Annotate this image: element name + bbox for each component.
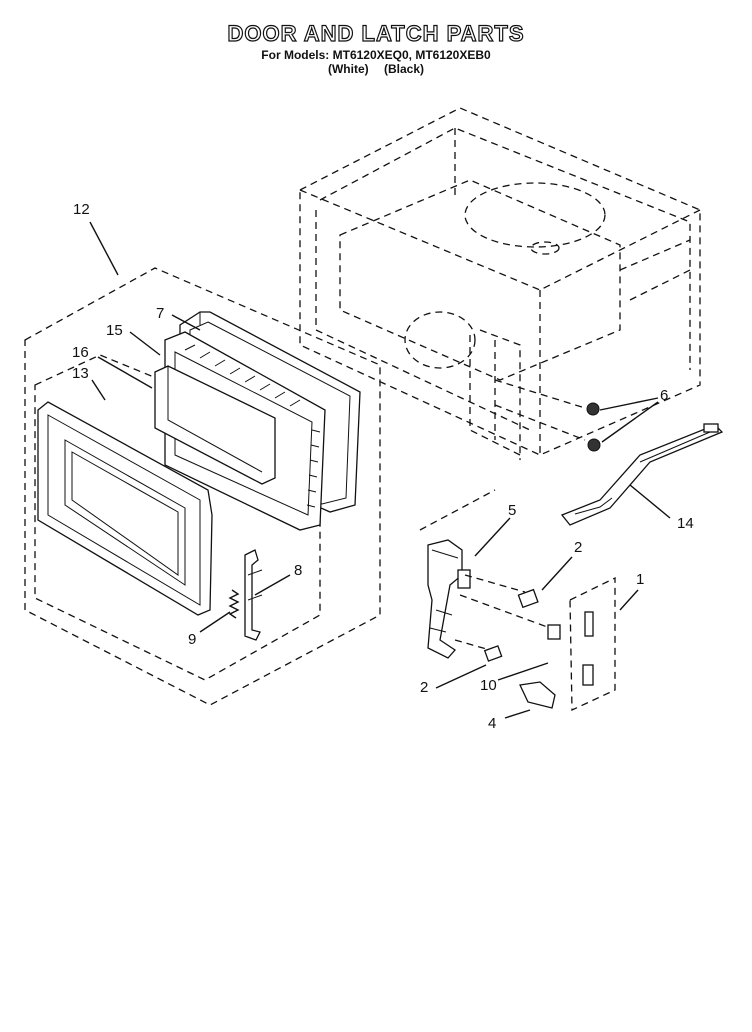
callout-8: 8 [294, 562, 302, 579]
part-1-switch-group [569, 576, 616, 712]
variant-white: (White) [327, 62, 369, 76]
callout-14: 14 [677, 515, 694, 532]
part-5-latch-housing [419, 489, 496, 659]
microwave-cabinet [299, 107, 701, 460]
door-assembly-outline [24, 267, 381, 706]
callout-10: 10 [480, 677, 497, 694]
part-2-switches [454, 574, 551, 662]
model-numbers: For Models: MT6120XEQ0, MT6120XEB0 [261, 48, 491, 62]
callout-12: 12 [73, 201, 90, 218]
leader-lines [89, 221, 671, 719]
callout-15: 15 [106, 322, 123, 339]
variant-black: (Black) [383, 62, 424, 76]
callout-13: 13 [72, 365, 89, 382]
part-16-door-panel [154, 365, 276, 485]
callout-5: 5 [508, 502, 516, 519]
callout-2-upper: 2 [574, 539, 582, 556]
callout-4: 4 [488, 715, 496, 732]
part-13-door-front [37, 401, 213, 616]
model-variants: (White) (Black) [0, 62, 752, 76]
part-14-lever-bar [560, 423, 724, 526]
callout-9: 9 [188, 631, 196, 648]
part-10-switch [547, 624, 561, 640]
callout-7: 7 [156, 305, 164, 322]
callout-6: 6 [660, 387, 668, 404]
diagram-header: DOOR AND LATCH PARTS For Models: MT6120X… [0, 21, 752, 76]
part-6-screws [494, 379, 601, 452]
diagram-title: DOOR AND LATCH PARTS [227, 21, 525, 46]
callout-1: 1 [636, 571, 644, 588]
callout-16: 16 [72, 344, 89, 361]
part-9-spring [228, 589, 240, 619]
part-8-latch-hook [244, 549, 263, 641]
callout-2-lower: 2 [420, 679, 428, 696]
part-4-bracket [519, 681, 556, 709]
